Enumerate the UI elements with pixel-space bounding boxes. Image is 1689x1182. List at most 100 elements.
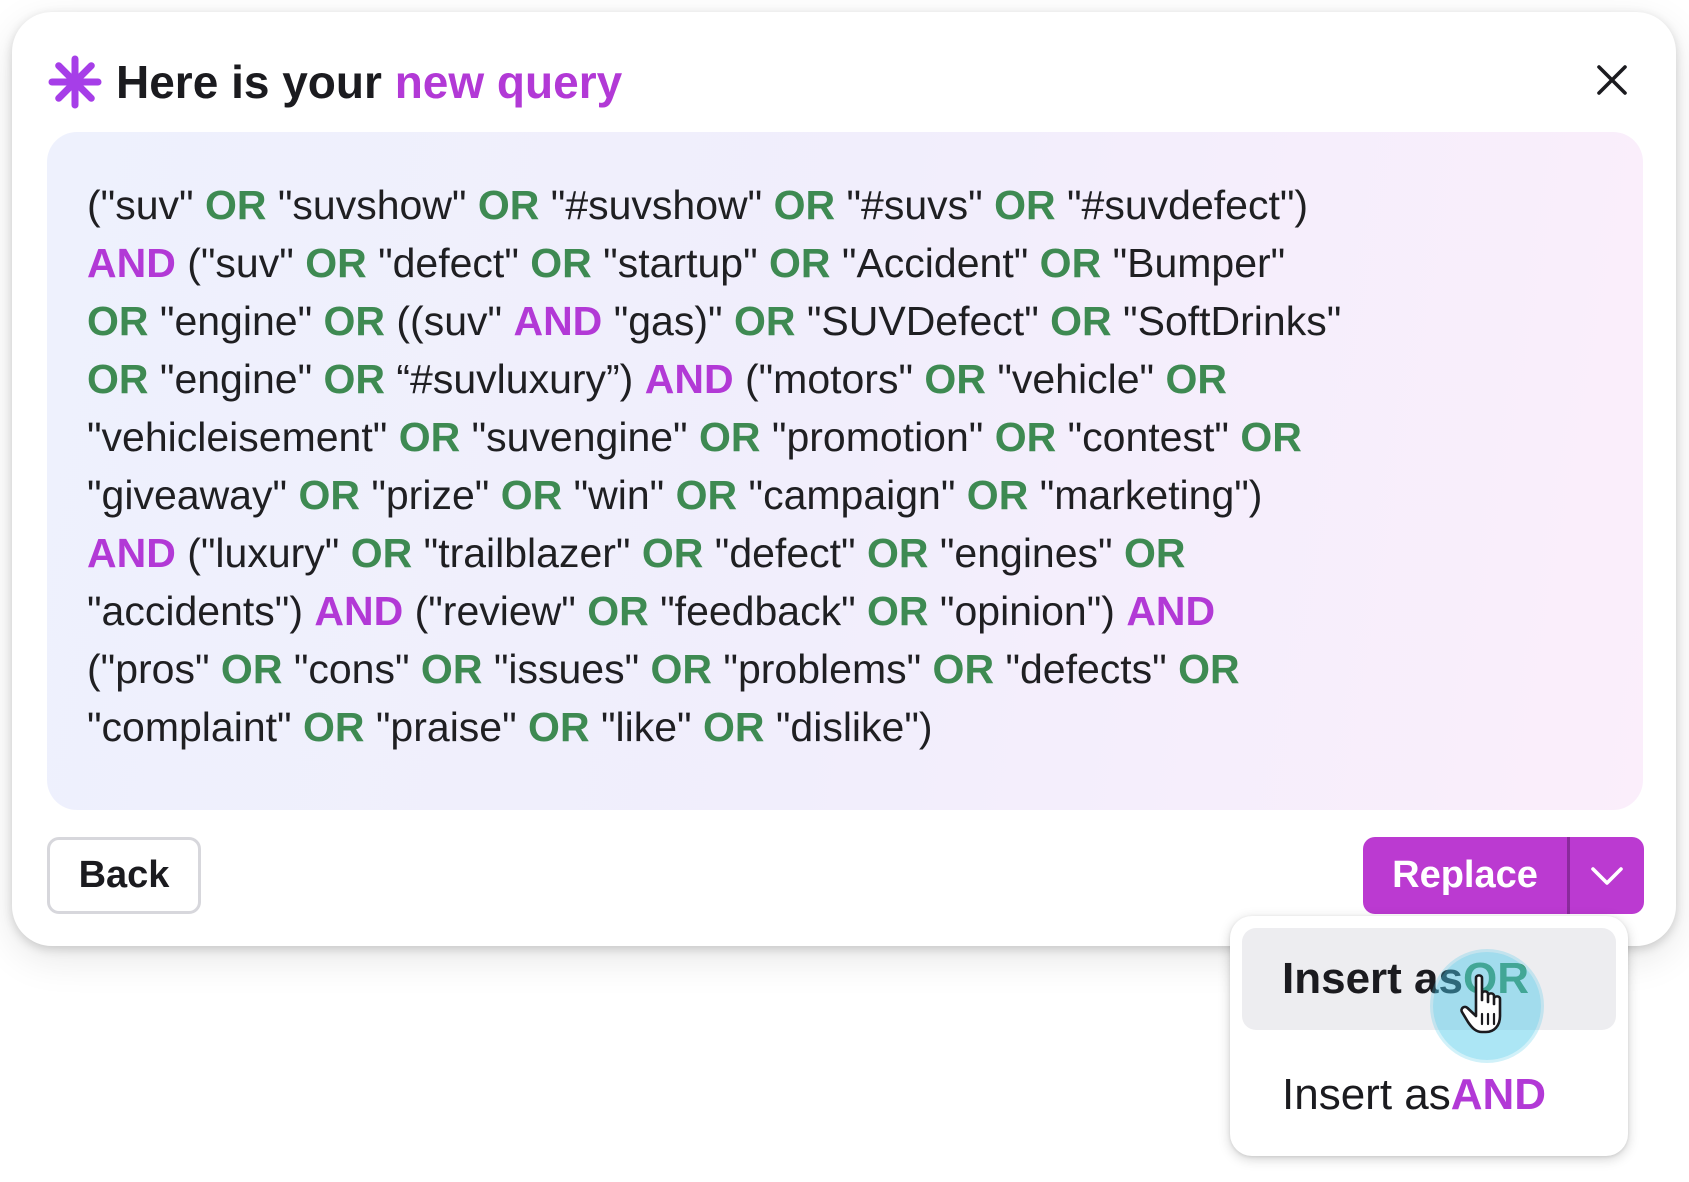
query-line: ("suv" OR "suvshow" OR "#suvshow" OR "#s… — [87, 176, 1603, 234]
insert-options-menu: Insert as OR Insert as AND — [1230, 916, 1628, 1156]
or-operator: OR — [420, 646, 483, 692]
query-term: "trailblazer" — [412, 530, 642, 576]
or-operator: OR — [323, 298, 386, 344]
query-term: "dislike") — [764, 704, 933, 750]
query-text-box: ("suv" OR "suvshow" OR "#suvshow" OR "#s… — [47, 132, 1643, 810]
close-button[interactable] — [1582, 50, 1642, 110]
or-operator: OR — [204, 182, 267, 228]
or-operator: OR — [867, 588, 929, 634]
query-line: OR "engine" OR ((suv" AND "gas)" OR "SUV… — [87, 292, 1603, 350]
or-operator: OR — [1165, 356, 1227, 402]
replace-split-button: Replace — [1363, 837, 1644, 914]
query-term: "suvengine" — [460, 414, 700, 460]
or-operator: OR — [769, 240, 831, 286]
query-term: "defect" — [703, 530, 867, 576]
or-operator: OR — [220, 646, 283, 692]
or-operator: OR — [323, 356, 386, 402]
query-term: "#suvdefect") — [1055, 182, 1309, 228]
query-term: "Bumper" — [1101, 240, 1286, 286]
query-term: "feedback" — [648, 588, 868, 634]
or-operator: OR — [994, 182, 1056, 228]
query-term: "campaign" — [737, 472, 967, 518]
query-term: "problems" — [712, 646, 933, 692]
or-operator: OR — [699, 414, 761, 460]
menu-item-operator: OR — [1462, 954, 1529, 1003]
asterisk-sparkle-icon — [46, 53, 104, 111]
query-term: "praise" — [364, 704, 529, 750]
title-accent: new query — [394, 56, 623, 108]
query-term: "suvshow" — [266, 182, 478, 228]
dialog-header: Here is your new query — [46, 32, 622, 132]
back-button[interactable]: Back — [47, 837, 201, 914]
close-icon — [1597, 65, 1627, 95]
or-operator: OR — [1050, 298, 1112, 344]
query-line: AND ("suv" OR "defect" OR "startup" OR "… — [87, 234, 1603, 292]
split-divider — [1567, 837, 1570, 914]
query-term: "gas)" — [602, 298, 734, 344]
and-operator: AND — [314, 588, 404, 634]
or-operator: OR — [1178, 646, 1240, 692]
query-term: "like" — [589, 704, 703, 750]
query-term: "vehicleisement" — [87, 414, 399, 460]
and-operator: AND — [87, 530, 176, 576]
query-term: ("luxury" — [175, 530, 351, 576]
query-term: "startup" — [591, 240, 770, 286]
query-term: "complaint" — [87, 704, 303, 750]
dialog-title: Here is your new query — [116, 55, 622, 109]
query-line: ("pros" OR "cons" OR "issues" OR "proble… — [87, 640, 1603, 698]
or-operator: OR — [641, 530, 704, 576]
query-term: "#suvshow" — [539, 182, 774, 228]
or-operator: OR — [675, 472, 738, 518]
or-operator: OR — [966, 472, 1029, 518]
query-term: ((suv" — [385, 298, 514, 344]
and-operator: AND — [87, 240, 176, 286]
or-operator: OR — [702, 704, 765, 750]
query-term: "engines" — [928, 530, 1124, 576]
or-operator: OR — [1039, 240, 1102, 286]
or-operator: OR — [530, 240, 592, 286]
or-operator: OR — [350, 530, 413, 576]
and-operator: AND — [644, 356, 734, 402]
query-line: "accidents") AND ("review" OR "feedback"… — [87, 582, 1603, 640]
query-line: "vehicleisement" OR "suvengine" OR "prom… — [87, 408, 1603, 466]
query-line: OR "engine" OR “#suvluxury”) AND ("motor… — [87, 350, 1603, 408]
or-operator: OR — [1123, 530, 1186, 576]
query-term: “#suvluxury”) — [385, 356, 645, 402]
query-dialog: Here is your new query ("suv" OR "suvsho… — [12, 12, 1676, 946]
query-term: "opinion") — [928, 588, 1127, 634]
menu-item-operator: AND — [1450, 1070, 1547, 1119]
or-operator: OR — [298, 472, 360, 518]
or-operator: OR — [302, 704, 365, 750]
or-operator: OR — [733, 298, 796, 344]
hand-pointer-icon — [1460, 974, 1502, 1034]
menu-item-label: Insert as — [1282, 1070, 1451, 1119]
query-term: ("review" — [403, 588, 588, 634]
or-operator: OR — [773, 182, 836, 228]
or-operator: OR — [305, 240, 367, 286]
query-term: "vehicle" — [985, 356, 1166, 402]
query-term: "issues" — [482, 646, 651, 692]
or-operator: OR — [866, 530, 929, 576]
query-term: "contest" — [1056, 414, 1241, 460]
query-term: "giveaway" — [87, 472, 299, 518]
query-term: ("motors" — [733, 356, 925, 402]
or-operator: OR — [87, 356, 149, 402]
query-term: "accidents") — [87, 588, 315, 634]
query-line: "giveaway" OR "prize" OR "win" OR "campa… — [87, 466, 1603, 524]
menu-item-insert-as-or[interactable]: Insert as OR — [1242, 928, 1616, 1030]
or-operator: OR — [924, 356, 986, 402]
query-term: "cons" — [282, 646, 421, 692]
query-term: "Accident" — [830, 240, 1040, 286]
or-operator: OR — [398, 414, 461, 460]
or-operator: OR — [528, 704, 590, 750]
query-term: "engine" — [148, 356, 324, 402]
replace-options-toggle[interactable] — [1570, 837, 1644, 914]
query-term: ("suv" — [175, 240, 306, 286]
menu-item-insert-as-and[interactable]: Insert as AND — [1242, 1044, 1616, 1146]
and-operator: AND — [513, 298, 603, 344]
query-term: "#suvs" — [835, 182, 995, 228]
query-term: "marketing") — [1028, 472, 1263, 518]
or-operator: OR — [500, 472, 563, 518]
query-line: AND ("luxury" OR "trailblazer" OR "defec… — [87, 524, 1603, 582]
replace-button[interactable]: Replace — [1363, 837, 1567, 914]
